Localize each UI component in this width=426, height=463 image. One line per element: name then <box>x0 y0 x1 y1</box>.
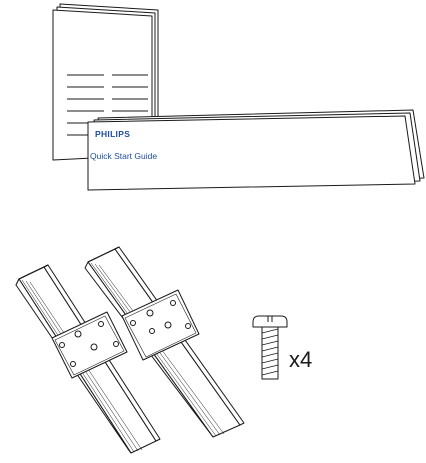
left-mount-plate <box>51 311 128 379</box>
right-mounting-bar <box>84 246 245 438</box>
screw-icon <box>252 315 288 380</box>
right-mount-plate <box>121 289 200 361</box>
left-mounting-bar <box>15 264 161 454</box>
mounting-bars <box>15 246 245 454</box>
manual-brand-label: PHILIPS <box>95 129 131 139</box>
manual-booklet-back <box>52 3 159 161</box>
manual-text-lines <box>67 74 148 136</box>
quick-start-guide <box>87 109 425 191</box>
screw-quantity-label: x4 <box>289 347 313 372</box>
manual-title-label: Quick Start Guide <box>90 151 158 161</box>
